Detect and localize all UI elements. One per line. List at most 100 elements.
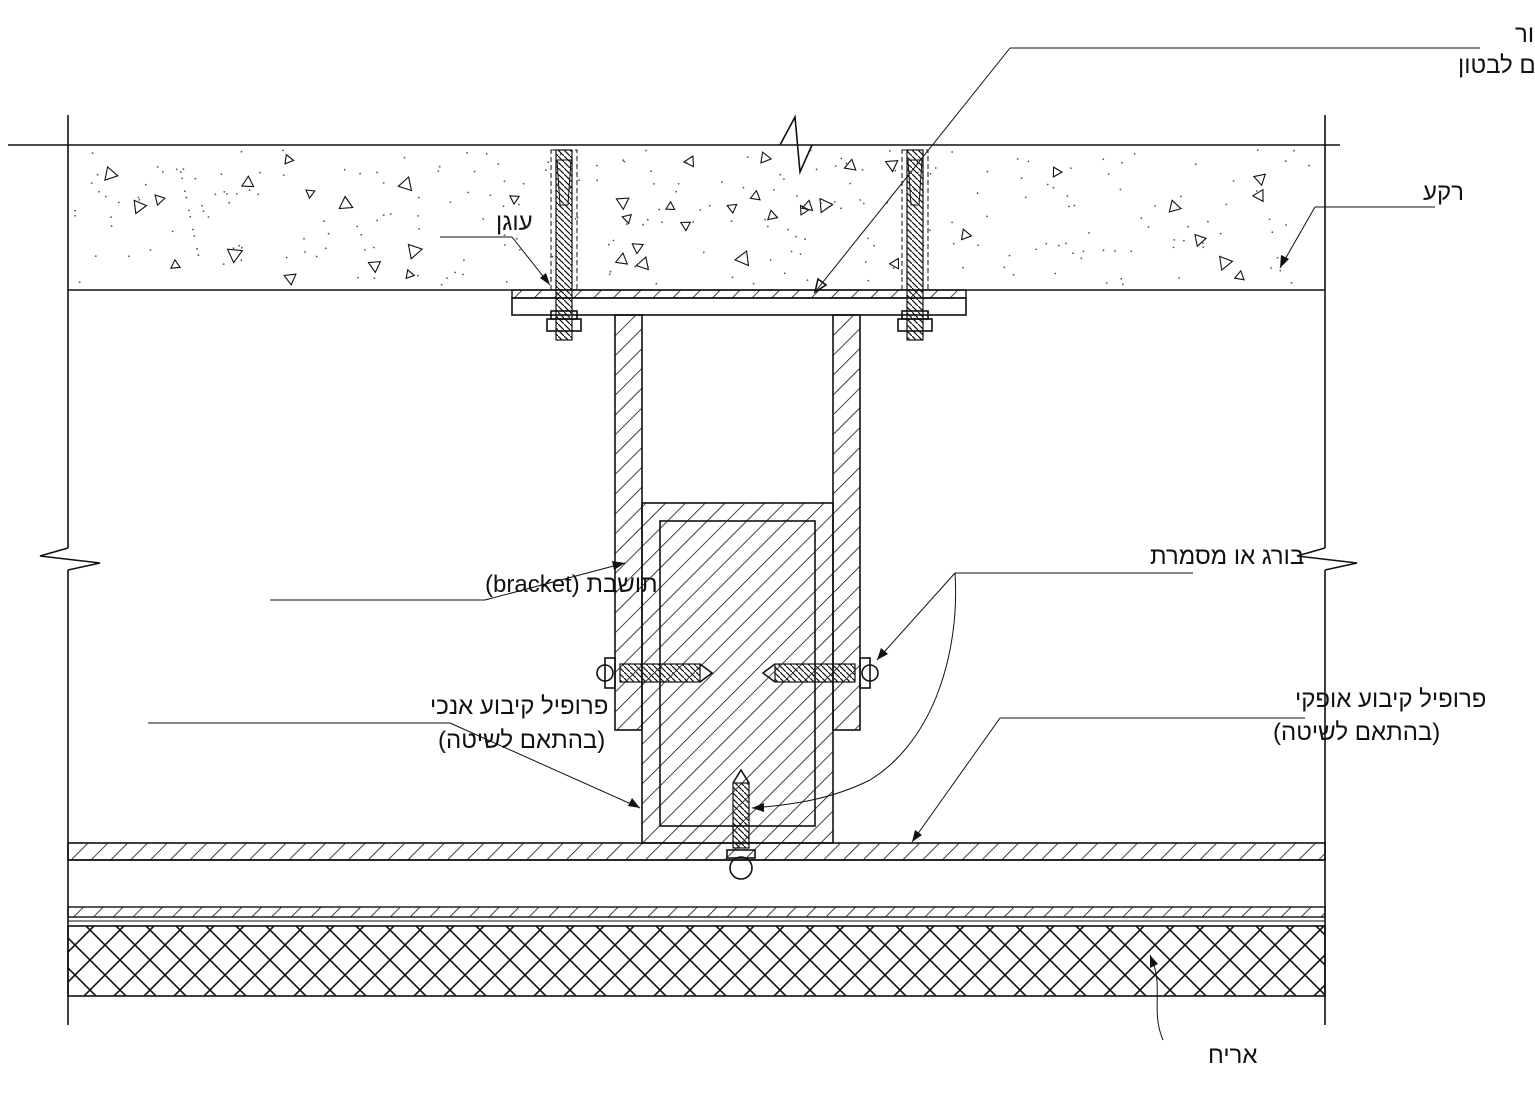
aggregate-dot <box>1088 232 1090 234</box>
aggregate-dot <box>1180 195 1182 198</box>
aggregate-dot <box>1256 149 1259 152</box>
aggregate-dot <box>502 205 505 208</box>
aggregate-dot <box>201 204 203 207</box>
aggregate-dot <box>642 223 644 226</box>
aggregate-mark <box>1194 233 1208 248</box>
aggregate-dot <box>773 189 775 191</box>
aggregate-dot <box>764 218 766 221</box>
labels: רכיב הפרדה (סעיף 2.5.3) למניעת גשר קור ו… <box>430 21 1535 1069</box>
aggregate-mark <box>679 221 692 232</box>
aggregate-dot <box>730 220 733 223</box>
aggregate-dot <box>417 196 420 199</box>
aggregate-dot <box>1232 180 1235 182</box>
aggregate-dot <box>1290 281 1293 284</box>
aggregate-mark <box>508 195 521 206</box>
horizontal-profile-label-line2: (בהתאם לשיטה) <box>1273 719 1440 746</box>
aggregate-dot <box>1255 190 1258 192</box>
aggregate-dot <box>1102 158 1105 161</box>
aggregate-dot <box>372 246 375 249</box>
aggregate-mark <box>635 256 650 271</box>
aggregate-dot <box>90 182 93 185</box>
separation-label-line1: רכיב הפרדה (סעיף 2.5.3) למניעת גשר קור <box>1515 21 1535 48</box>
aggregate-dot <box>91 152 94 155</box>
aggregate-mark <box>104 165 119 182</box>
aggregate-dot <box>1279 269 1282 272</box>
anchor-right <box>897 149 933 341</box>
aggregate-dot <box>609 270 612 273</box>
aggregate-dot <box>840 207 842 210</box>
aggregate-dot <box>446 277 448 279</box>
aggregate-dot <box>934 167 937 169</box>
aggregate-dot <box>389 213 392 215</box>
aggregate-mark <box>226 248 244 264</box>
aggregate-mark <box>766 209 779 221</box>
aggregate-mark <box>819 197 834 214</box>
aggregate-dot <box>986 215 988 218</box>
aggregate-mark <box>305 189 316 200</box>
aggregate-dot <box>189 215 192 218</box>
aggregate-dot <box>248 189 251 192</box>
aggregate-dot <box>504 244 506 246</box>
aggregate-dot <box>1068 205 1070 208</box>
aggregate-dot <box>1003 266 1006 269</box>
aggregate-dot <box>518 203 520 206</box>
aggregate-dot <box>202 210 205 213</box>
aggregate-mark <box>664 200 676 211</box>
aggregate-dot <box>929 229 931 232</box>
aggregate-dot <box>171 230 174 233</box>
aggregate-dot <box>180 171 182 173</box>
aggregate-dot <box>574 217 577 220</box>
aggregate-dot <box>752 282 755 285</box>
aggregate-dot <box>137 196 140 199</box>
aggregate-dot <box>783 272 786 275</box>
aggregate-mark <box>1251 188 1264 203</box>
aggregate-dot <box>658 208 661 211</box>
screw-left <box>596 657 714 689</box>
aggregate-dot <box>232 247 235 250</box>
vertical-profile-label-line2: (בהתאם לשיטה) <box>438 727 605 754</box>
aggregate-dot <box>74 214 77 217</box>
aggregate-dot <box>437 170 440 173</box>
aggregate-dot <box>285 256 288 259</box>
aggregate-dot <box>207 216 210 218</box>
aggregate-dot <box>220 173 223 176</box>
aggregate-dot <box>1020 177 1023 180</box>
aggregate-dot <box>1046 183 1049 186</box>
aggregate-dot <box>1102 249 1105 252</box>
aggregate-dot <box>646 218 649 221</box>
aggregate-dot <box>418 228 420 230</box>
aggregate-dot <box>1105 282 1108 284</box>
aggregate-dot <box>845 162 848 165</box>
aggregate-dot <box>622 159 624 162</box>
aggregate-dot <box>240 150 243 153</box>
aggregate-mark <box>154 194 166 207</box>
aggregate-mark <box>799 204 810 216</box>
aggregate-dot <box>503 180 506 183</box>
aggregate-dot <box>1080 257 1083 260</box>
aggregate-dot <box>731 276 734 279</box>
aggregate-dot <box>184 190 186 193</box>
aggregate-dot <box>356 225 359 228</box>
aggregate-dot <box>503 234 506 237</box>
aggregate-dot <box>545 169 547 172</box>
aggregate-dot <box>1285 224 1287 226</box>
aggregate-dot <box>1202 242 1204 245</box>
aggregate-dot <box>127 255 130 258</box>
aggregate-dot <box>304 251 306 253</box>
aggregate-dot <box>1027 160 1030 163</box>
horizontal-profile <box>67 842 1326 861</box>
aggregate-mark <box>397 175 413 192</box>
aggregate-dot <box>746 156 749 159</box>
aggregate-dot <box>175 168 178 171</box>
aggregate-mark <box>407 243 424 260</box>
aggregate-dot <box>78 281 81 283</box>
aggregate-dot <box>1194 163 1197 166</box>
aggregate-dot <box>1268 218 1271 221</box>
aggregate-dot <box>138 198 141 201</box>
aggregate-dot <box>1052 186 1055 189</box>
aggregate-dot <box>652 183 655 185</box>
aggregate-dot <box>677 182 680 185</box>
aggregate-dot <box>1057 244 1060 247</box>
aggregate-dot <box>327 232 330 235</box>
